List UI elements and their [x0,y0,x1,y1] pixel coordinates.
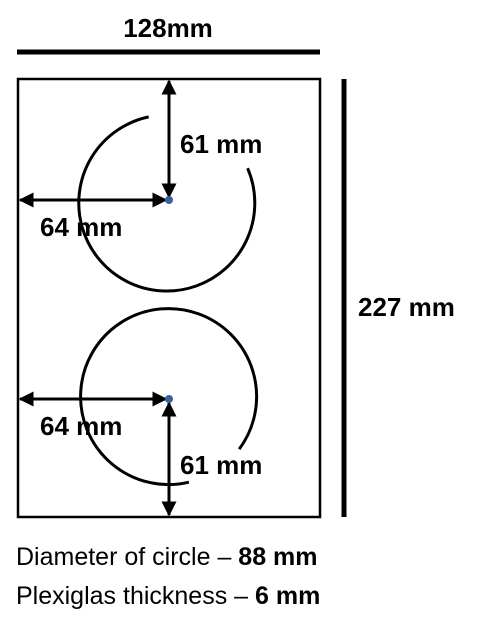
bottom-vertical-label: 61 mm [180,450,262,480]
top-center-dot [165,196,173,204]
thickness-spec-value: 6 mm [255,582,321,610]
diameter-spec-label: Diameter of circle – [16,543,239,571]
top-horizontal-label: 64 mm [40,212,122,242]
top-vertical-label: 61 mm [180,129,262,159]
thickness-spec: Plexiglas thickness – 6 mm [16,584,320,609]
bottom-horizontal-label: 64 mm [40,411,122,441]
bottom-center-dot [165,395,173,403]
top-circle-cutout [77,115,257,293]
diameter-spec: Diameter of circle – 88 mm [16,545,318,570]
thickness-spec-label: Plexiglas thickness – [16,582,256,610]
bottom-circle-cutout [79,307,259,487]
height-label: 227 mm [358,292,455,322]
panel-outline [16,77,322,519]
width-label: 128mm [123,13,213,43]
diameter-spec-value: 88 mm [238,543,318,571]
